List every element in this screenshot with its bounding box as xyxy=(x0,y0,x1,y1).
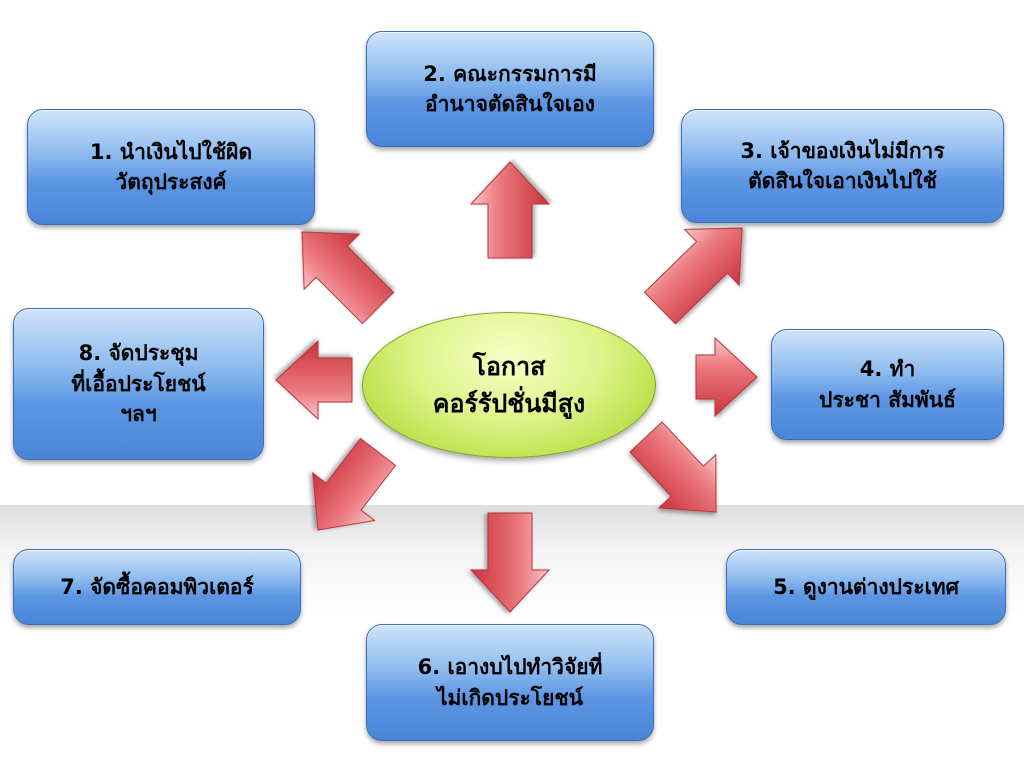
item-8-line-3: ฯลฯ xyxy=(120,402,157,427)
center-line-1: โอกาส xyxy=(472,351,546,381)
arrow-to-item-2 xyxy=(469,161,551,259)
arrow-to-item-1 xyxy=(301,231,395,325)
arrow-to-item-5 xyxy=(629,421,717,513)
item-1-line-1: 1. นำเงินไปใช้ผิด xyxy=(89,139,253,164)
item-8-box: 8. จัดประชุม ที่เอื้อประโยชน์ ฯลฯ xyxy=(13,308,264,460)
item-1-line-2: วัตถุประสงค์ xyxy=(115,170,227,194)
arrow-to-item-7 xyxy=(312,437,397,531)
item-4-line-2: ประชา สัมพันธ์ xyxy=(819,387,956,412)
item-6-line-1: 6. เอางบไปทำวิจัยที่ xyxy=(417,655,603,680)
arrow-to-item-8 xyxy=(275,339,353,421)
item-7-line-1: 7. จัดซื้อคอมพิวเตอร์ xyxy=(60,574,254,599)
item-8-line-1: 8. จัดประชุม xyxy=(78,341,199,366)
item-3-line-2: ตัดสินใจเอาเงินไปใช้ xyxy=(748,169,937,193)
arrow-to-item-3 xyxy=(643,227,743,325)
item-5-line-1: 5. ดูงานต่างประเทศ xyxy=(773,574,959,599)
center-line-2: คอร์รัปชั่นมีสูง xyxy=(432,389,586,418)
item-6-box: 6. เอางบไปทำวิจัยที่ ไม่เกิดประโยชน์ xyxy=(366,624,654,741)
item-5-box: 5. ดูงานต่างประเทศ xyxy=(726,549,1006,625)
item-3-line-1: 3. เจ้าของเงินไม่มีการ xyxy=(740,138,945,163)
item-6-line-2: ไม่เกิดประโยชน์ xyxy=(436,685,583,710)
arrow-to-item-6 xyxy=(469,512,551,613)
item-2-box: 2. คณะกรรมการมี อำนาจตัดสินใจเอง xyxy=(366,31,654,147)
item-1-box: 1. นำเงินไปใช้ผิด วัตถุประสงค์ xyxy=(27,109,315,225)
item-4-box: 4. ทำ ประชา สัมพันธ์ xyxy=(771,329,1004,440)
item-8-line-2: ที่เอื้อประโยชน์ xyxy=(71,371,206,396)
item-4-line-1: 4. ทำ xyxy=(859,357,916,382)
item-2-line-2: อำนาจตัดสินใจเอง xyxy=(425,92,595,116)
item-7-box: 7. จัดซื้อคอมพิวเตอร์ xyxy=(13,549,301,625)
arrow-to-item-4 xyxy=(695,336,758,418)
item-3-box: 3. เจ้าของเงินไม่มีการ ตัดสินใจเอาเงินไป… xyxy=(681,109,1004,223)
center-ellipse: โอกาส คอร์รัปชั่นมีสูง xyxy=(362,312,656,458)
item-2-line-1: 2. คณะกรรมการมี xyxy=(423,61,597,86)
